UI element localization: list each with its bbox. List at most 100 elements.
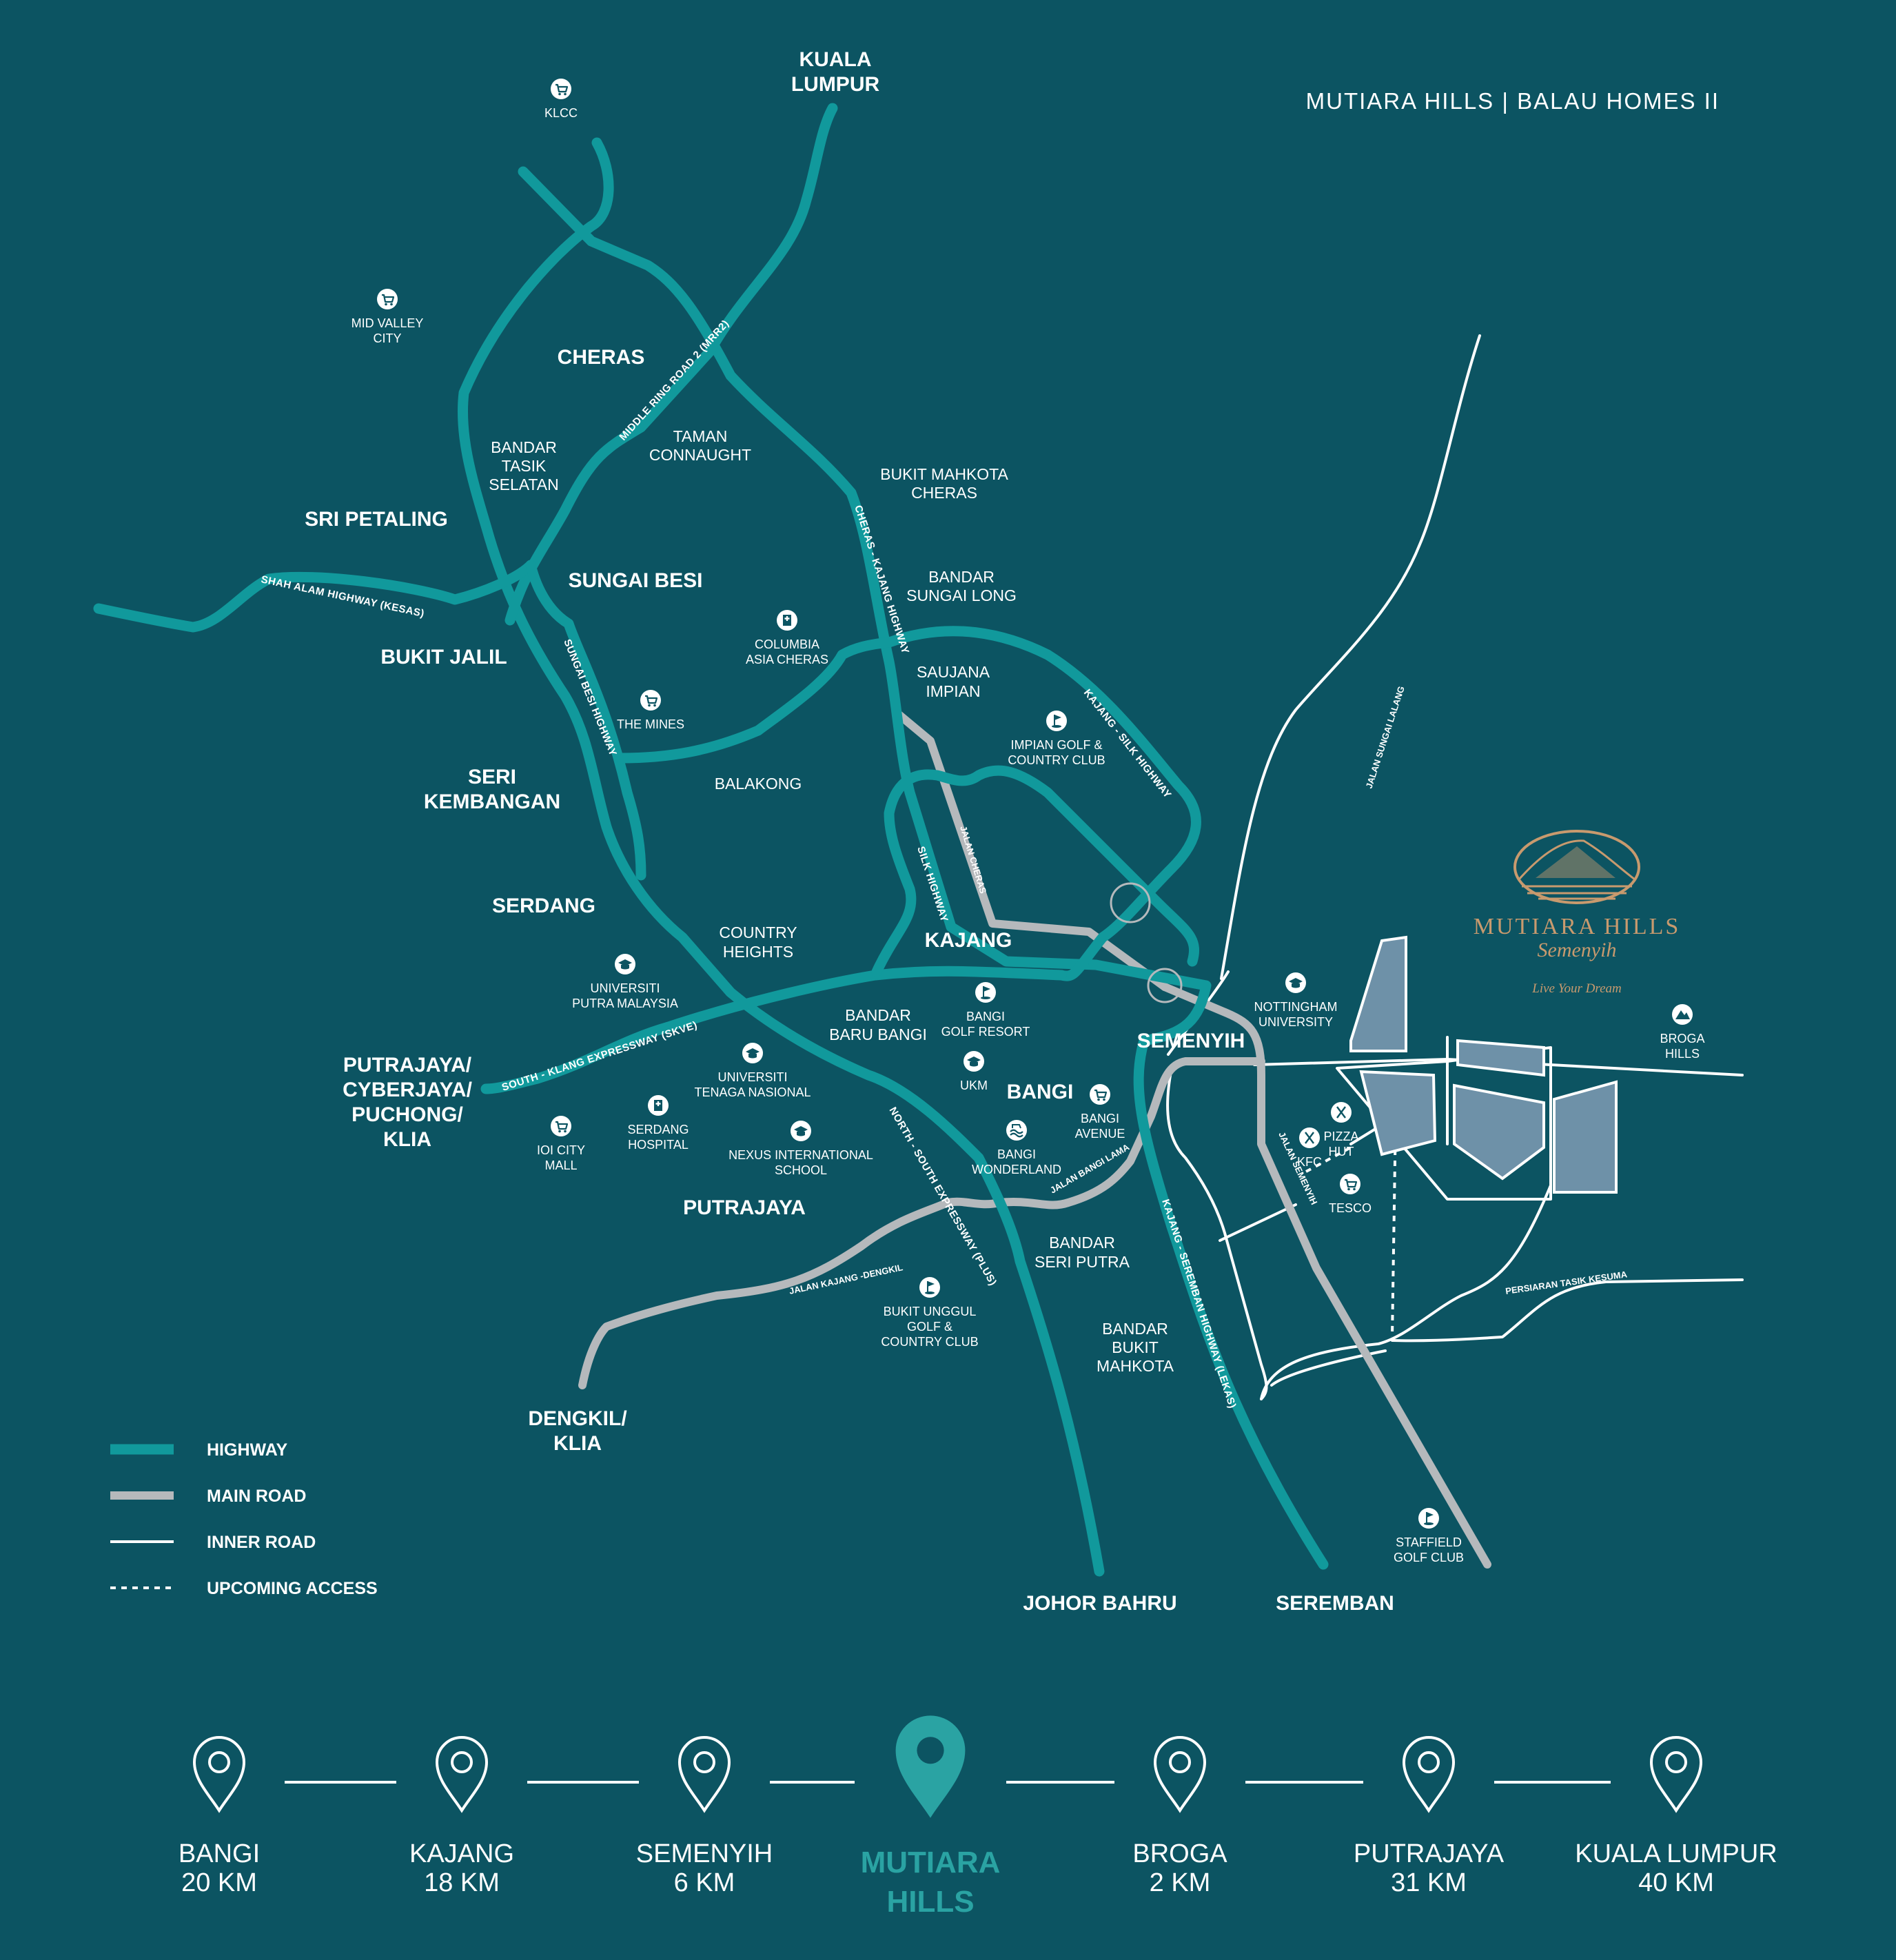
location-pin-icon [435, 1736, 489, 1813]
cutlery-icon [1299, 1127, 1320, 1148]
shopping-cart-icon [1340, 1174, 1360, 1194]
neighbourhood-labels: BANDAR TASIK SELATAN TAMAN CONNAUGHT BUK… [489, 427, 1174, 1375]
poi-label: BUKIT UNGGUL [884, 1305, 977, 1318]
nb-taman-connaught-2: CONNAUGHT [649, 446, 751, 464]
graduation-cap-icon [964, 1051, 984, 1072]
area-dengkil-2: KLIA [553, 1432, 602, 1455]
area-kuala-lumpur-2: LUMPUR [791, 73, 880, 96]
legend-item-inner: INNER ROAD [110, 1533, 316, 1552]
poi-label: GOLF & [907, 1320, 952, 1334]
poi-label: TENAGA NASIONAL [694, 1085, 811, 1099]
road-jalan-sungai-lalang [1220, 334, 1481, 980]
poi-label: NOTTINGHAM [1254, 1000, 1338, 1014]
golf-flag-icon [975, 982, 996, 1003]
poi-label: AVENUE [1075, 1127, 1125, 1141]
distance-value: 2 KM [1150, 1868, 1211, 1897]
legend-label: UPCOMING ACCESS [207, 1579, 378, 1598]
poi-label: SERDANG [627, 1123, 689, 1136]
area-putrajaya-group-1: PUTRAJAYA/ [343, 1054, 472, 1076]
poi-label: MID VALLEY [351, 316, 424, 330]
road-inner-west [1166, 1067, 1268, 1400]
shopping-cart-icon [551, 1116, 571, 1136]
golf-flag-icon [1418, 1508, 1439, 1529]
logo-sub: Semenyih [1538, 939, 1617, 961]
area-cheras: CHERAS [558, 346, 645, 369]
mutiara-hills-logo: MUTIARA HILLS Semenyih Live Your Dream [1474, 830, 1678, 996]
poi-label: HILLS [1665, 1047, 1700, 1061]
area-putrajaya-group-4: KLIA [383, 1128, 431, 1151]
label-jalan-cheras: JALAN CHERAS [958, 824, 988, 895]
area-putrajaya-group-2: CYBERJAYA/ [343, 1079, 473, 1101]
poi-label: THE MINES [617, 717, 684, 731]
poi-label: KFC [1297, 1155, 1322, 1169]
road-skve [480, 966, 1067, 1094]
distance-value: HILLS [886, 1885, 974, 1919]
area-serdang: SERDANG [492, 895, 595, 917]
logo-emblem [1513, 830, 1640, 904]
nb-bandar-sungai-long-2: SUNGAI LONG [906, 586, 1017, 604]
area-kuala-lumpur-1: KUALA [799, 48, 872, 71]
lot-phase-5 [1553, 1080, 1618, 1194]
nb-saujana-impian-2: IMPIAN [926, 682, 980, 700]
distance-place: BANGI [179, 1839, 260, 1868]
hospital-icon [648, 1095, 669, 1116]
poi-label: WONDERLAND [972, 1163, 1061, 1176]
poi-label: BANGI [966, 1010, 1005, 1023]
poi-label: COUNTRY CLUB [1008, 753, 1105, 767]
location-pin-icon [192, 1736, 246, 1813]
road-inner-link-2 [1270, 1349, 1387, 1387]
road-lot-frame [1336, 1046, 1552, 1201]
nb-bandar-sungai-long-1: BANDAR [928, 568, 995, 586]
upcoming-access-kfc [1305, 1146, 1352, 1173]
poi-label: HOSPITAL [628, 1138, 689, 1152]
poi-kfc: KFC [1297, 1127, 1322, 1169]
nb-bandar-seri-putra-2: SERI PUTRA [1034, 1253, 1130, 1271]
cutlery-icon [1331, 1102, 1352, 1123]
area-kajang: KAJANG [925, 929, 1012, 952]
golf-flag-icon [1046, 711, 1067, 731]
location-pin-icon [895, 1715, 966, 1818]
poi-label: ASIA CHERAS [746, 653, 828, 666]
nb-saujana-impian-1: SAUJANA [917, 663, 990, 681]
legend-item-main: MAIN ROAD [110, 1487, 306, 1506]
poi-tesco: TESCO [1329, 1174, 1372, 1215]
poi-label: PIZZA [1323, 1130, 1358, 1143]
area-semenyih: SEMENYIH [1137, 1030, 1245, 1052]
nb-bandar-bukit-mahkota-2: BUKIT [1112, 1338, 1159, 1356]
distance-value: 20 KM [181, 1868, 257, 1897]
lot-phase-1 [1349, 935, 1407, 1052]
shopping-cart-icon [640, 690, 661, 711]
lot-phase-2 [1359, 1070, 1437, 1156]
main-roads [578, 709, 1491, 1569]
area-putrajaya-group-3: PUCHONG/ [351, 1103, 463, 1126]
label-mrr2: MIDDLE RING ROAD 2 (MRR2) [617, 318, 731, 443]
poi-label: BROGA [1660, 1032, 1704, 1045]
shopping-cart-icon [377, 289, 398, 309]
location-pin-icon [677, 1736, 731, 1813]
area-dengkil-1: DENGKIL/ [528, 1407, 627, 1430]
shopping-cart-icon [1090, 1084, 1110, 1105]
nb-balakong: BALAKONG [715, 775, 802, 793]
nb-taman-connaught-1: TAMAN [673, 427, 728, 445]
legend-item-upcoming: UPCOMING ACCESS [110, 1579, 378, 1598]
road-cheras-kajang-lekas [518, 166, 1329, 1570]
distance-value: 18 KM [424, 1868, 500, 1897]
legend: HIGHWAY MAIN ROAD INNER ROAD UPCOMING ACCES… [110, 1440, 378, 1598]
poi-label: UNIVERSITI [717, 1070, 787, 1084]
area-bangi: BANGI [1007, 1081, 1074, 1103]
legend-label: HIGHWAY [207, 1440, 287, 1460]
poi-label: NEXUS INTERNATIONAL [728, 1148, 873, 1162]
poi-label: SCHOOL [775, 1163, 827, 1177]
poi-broga-hills: BROGA HILLS [1660, 1004, 1705, 1061]
poi-label: GOLF CLUB [1394, 1551, 1464, 1564]
